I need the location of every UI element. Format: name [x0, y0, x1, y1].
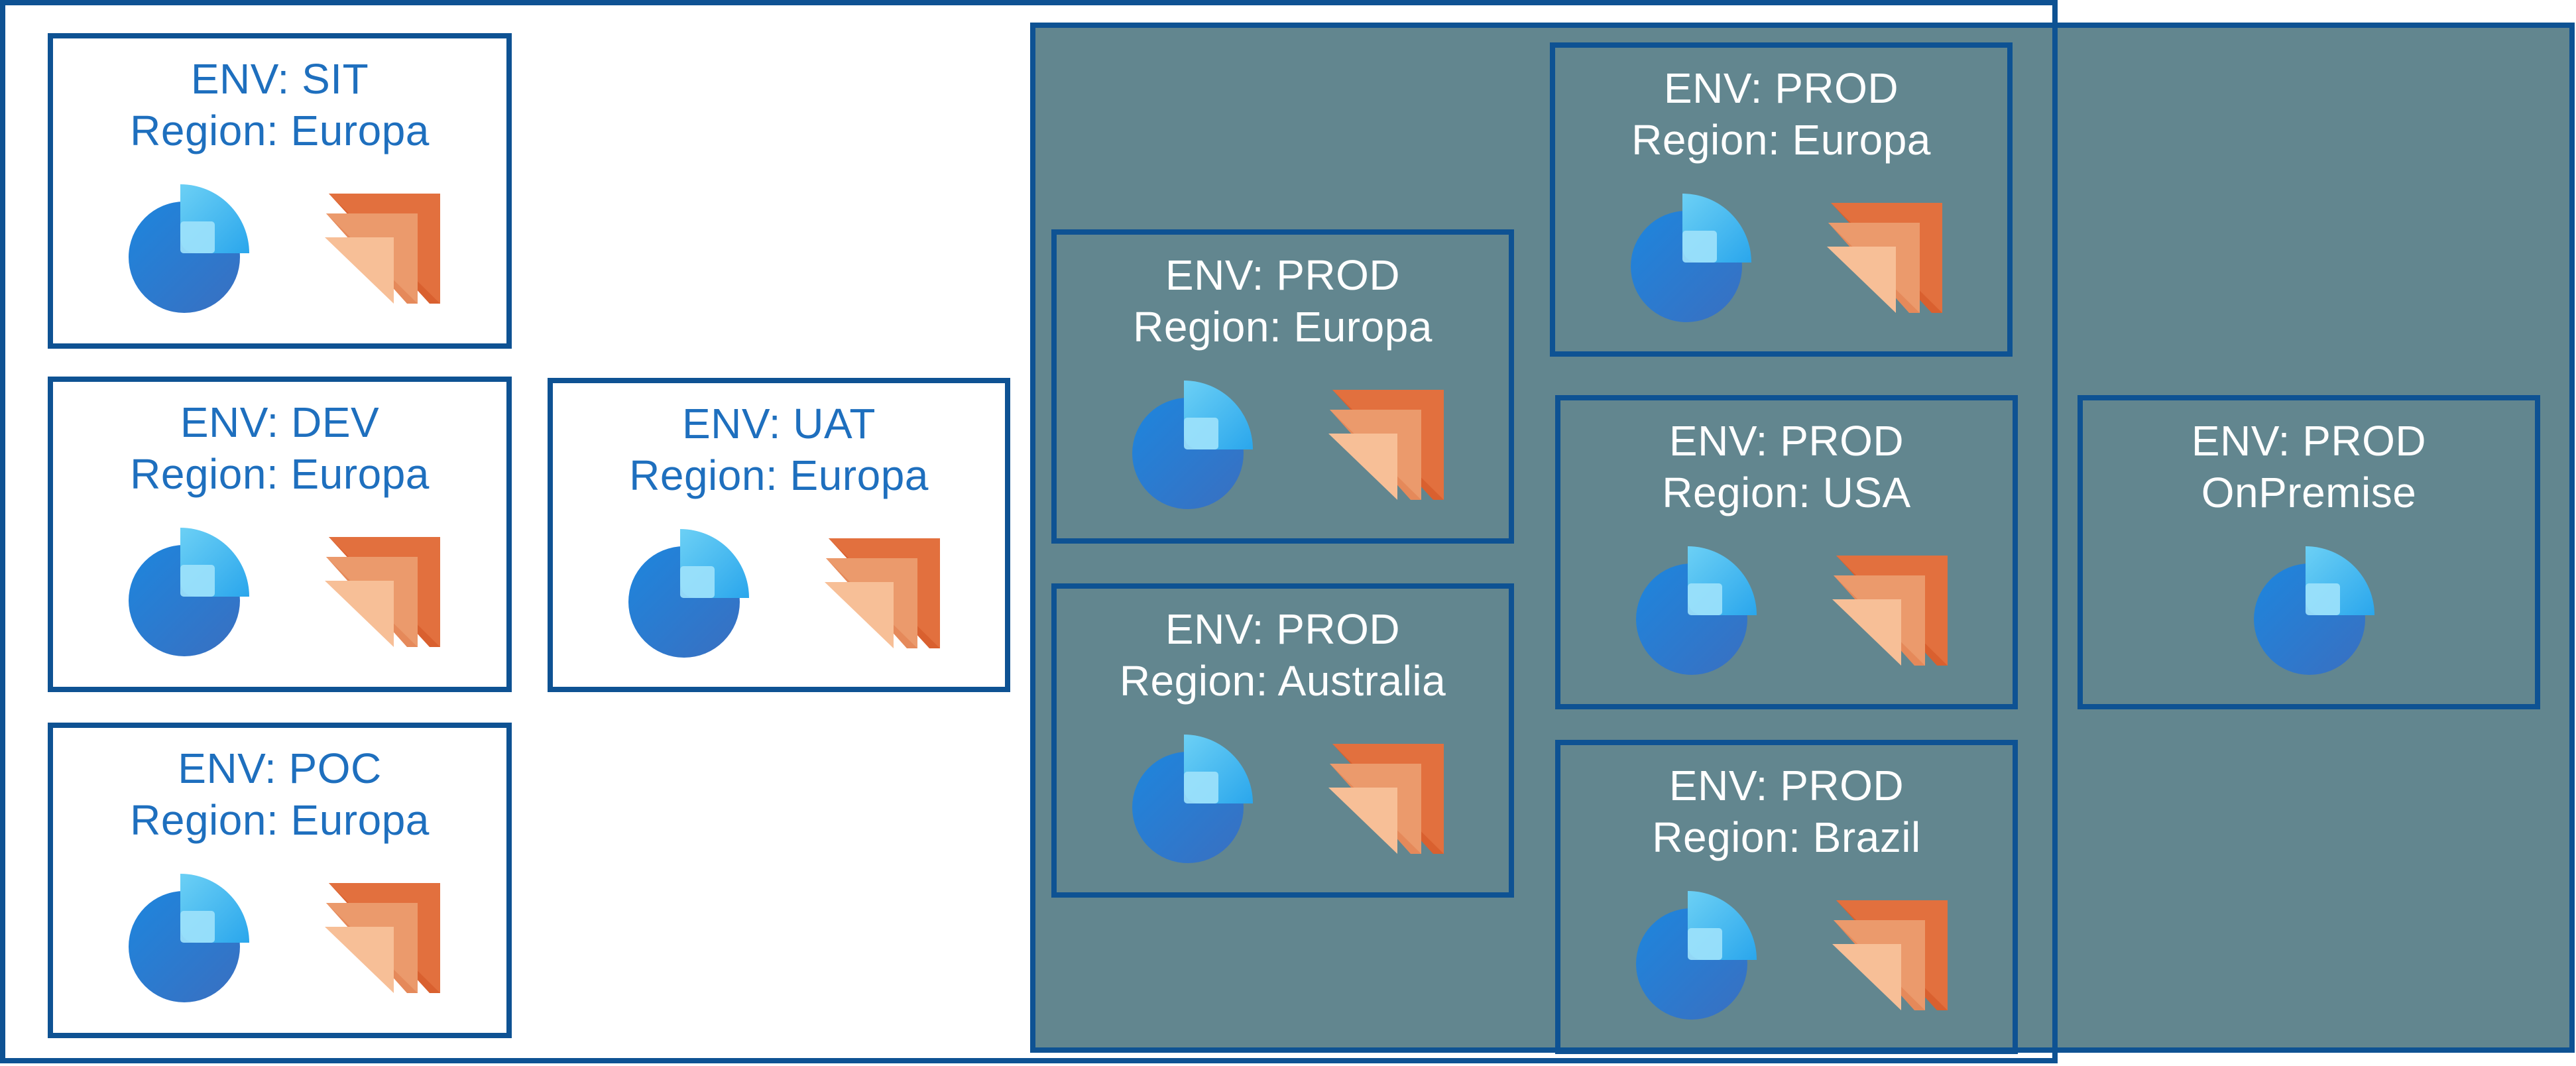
env-label: ENV: SIT [190, 55, 369, 103]
layered-stack-service-icon [325, 883, 444, 999]
region-label: Region: Europa [130, 107, 430, 154]
region-label: Region: Europa [130, 450, 430, 498]
pie-chart-service-icon [126, 872, 259, 1008]
env-box-prod-europa-b: ENV: PROD Region: Europa [1550, 42, 2013, 357]
env-box-prod-usa: ENV: PROD Region: USA [1555, 395, 2018, 709]
layered-stack-service-icon [325, 194, 444, 310]
env-label: ENV: PROD [2191, 417, 2427, 465]
region-label: Region: Europa [1133, 303, 1433, 351]
env-label: ENV: PROD [1165, 605, 1401, 653]
env-box-prod-onpremise: ENV: PROD OnPremise [2078, 395, 2540, 709]
pie-chart-service-icon [1628, 192, 1761, 328]
region-label: Region: Europa [629, 451, 929, 499]
pie-chart-service-icon [1633, 545, 1766, 681]
env-box-prod-australia: ENV: PROD Region: Australia [1051, 583, 1514, 898]
region-label: Region: Australia [1119, 657, 1446, 705]
env-box-prod-europa-a: ENV: PROD Region: Europa [1051, 229, 1514, 544]
region-label: OnPremise [2201, 469, 2417, 516]
layered-stack-service-icon [825, 538, 944, 654]
pie-chart-service-icon [1130, 379, 1262, 515]
env-label: ENV: PROD [1669, 417, 1904, 465]
env-label: ENV: POC [178, 744, 382, 792]
pie-chart-service-icon [626, 528, 758, 664]
pie-chart-service-icon [1130, 733, 1262, 869]
region-label: Region: USA [1662, 469, 1911, 516]
layered-stack-service-icon [1328, 390, 1448, 506]
pie-chart-service-icon [1633, 890, 1766, 1026]
prod-zone [1030, 23, 2575, 1053]
region-label: Region: Europa [130, 796, 430, 844]
env-box-prod-brazil: ENV: PROD Region: Brazil [1555, 740, 2018, 1054]
region-label: Region: Brazil [1652, 813, 1921, 861]
region-label: Region: Europa [1631, 116, 1931, 164]
env-label: ENV: PROD [1663, 64, 1899, 112]
env-label: ENV: DEV [180, 398, 380, 446]
env-box-uat: ENV: UAT Region: Europa [548, 378, 1010, 692]
env-box-sit: ENV: SIT Region: Europa [48, 33, 512, 349]
env-label: ENV: PROD [1669, 762, 1904, 809]
env-box-poc: ENV: POC Region: Europa [48, 723, 512, 1038]
pie-chart-service-icon [126, 183, 259, 319]
pie-chart-service-icon [126, 526, 259, 662]
layered-stack-service-icon [1832, 556, 1952, 672]
layered-stack-service-icon [1328, 744, 1448, 860]
env-label: ENV: UAT [681, 400, 876, 447]
env-box-dev: ENV: DEV Region: Europa [48, 377, 512, 692]
layered-stack-service-icon [1832, 900, 1952, 1016]
nonprod-zone [0, 0, 2058, 1063]
pie-chart-service-icon [2251, 545, 2384, 681]
env-label: ENV: PROD [1165, 251, 1401, 299]
layered-stack-service-icon [1827, 203, 1946, 319]
layered-stack-service-icon [325, 537, 444, 653]
